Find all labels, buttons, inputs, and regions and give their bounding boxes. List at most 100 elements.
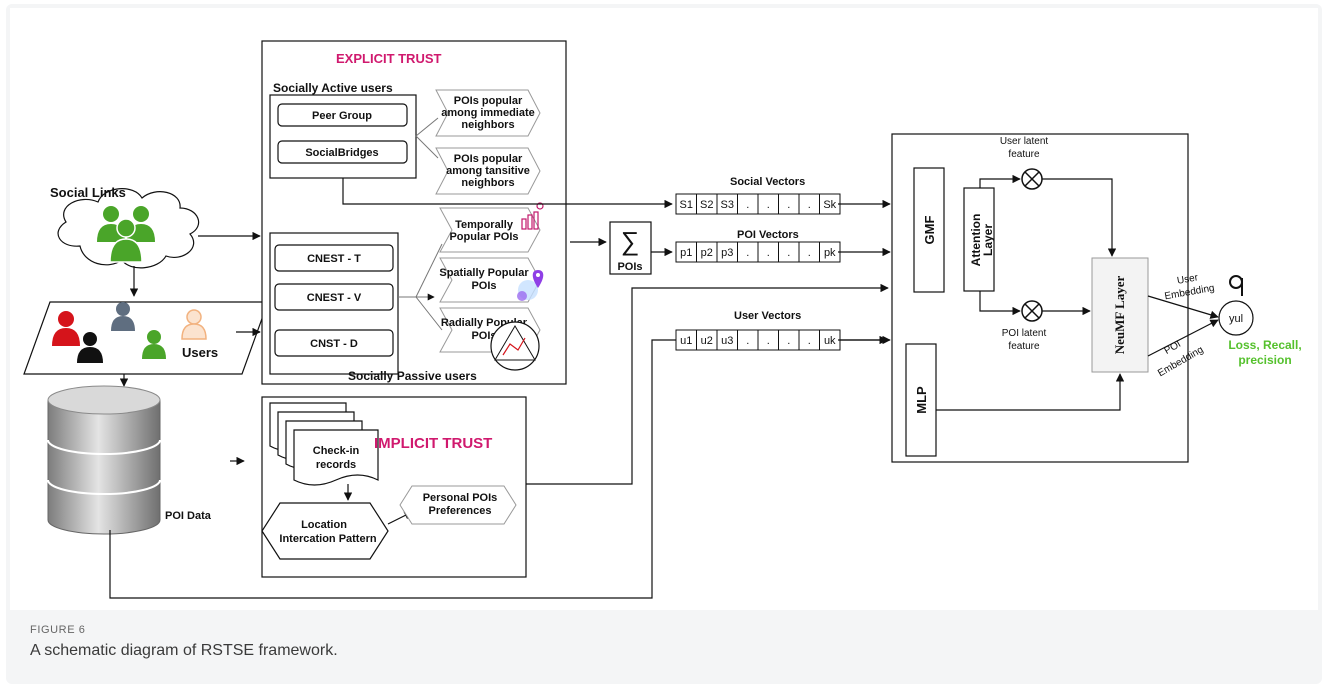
neumf-layer-box	[1091, 257, 1149, 373]
sum-pois-label: POIs	[617, 261, 642, 273]
pois-transitive-hex	[435, 147, 541, 195]
output-line2: precision	[1238, 353, 1291, 367]
pois-immediate-line1: POIs popular	[454, 95, 523, 107]
poi-embedding-arrow	[1147, 319, 1219, 357]
cnest-v-label: CNEST - V	[307, 292, 362, 304]
social-vector-cell-label: S3	[721, 199, 734, 211]
location-pattern-line2: Intercation Pattern	[279, 533, 376, 545]
map-pin-icon	[517, 270, 544, 301]
user-vector-cell-label: .	[787, 335, 790, 347]
social-vector-cell-label: .	[746, 199, 749, 211]
multiply-poi-icon	[1021, 300, 1043, 322]
social-links-label: Social Links	[50, 185, 126, 200]
social-vector-cell-label: .	[787, 199, 790, 211]
attention-to-user-mult	[979, 174, 1021, 188]
sigma-icon: ∑	[621, 226, 640, 256]
temporal-line2: Popular POIs	[449, 231, 518, 243]
sum-pois-box	[609, 221, 652, 275]
cnest-v-box	[274, 283, 394, 311]
poi-vector-cell-label: p2	[701, 247, 713, 259]
location-pattern-line1: Location	[301, 519, 347, 531]
personal-pref-line1: Personal POIs	[423, 492, 498, 504]
pois-transitive-line3: neighbors	[461, 177, 514, 189]
cnst-d-label: CNST - D	[310, 338, 358, 350]
bar-chart-icon	[521, 202, 544, 230]
social-bridges-box	[277, 140, 408, 164]
y-ul-label: yul	[1229, 313, 1243, 325]
user-vector-cell-label: .	[746, 335, 749, 347]
social-vector-cell-label: Sk	[823, 199, 836, 211]
checkin-records-icon	[269, 402, 379, 486]
user-vectors-title: User Vectors	[734, 310, 801, 322]
cnest-to-pois-connectors	[398, 243, 443, 331]
poi-vector-cell-label: .	[767, 247, 770, 259]
poi-latent-line2: feature	[1008, 341, 1040, 352]
output-line1: Loss, Recall,	[1228, 338, 1301, 352]
attention-layer-box	[963, 187, 995, 292]
social-vectors-title: Social Vectors	[730, 176, 805, 188]
poi-vector-cell-label: .	[808, 247, 811, 259]
poi-vectors-title: POI Vectors	[737, 229, 799, 241]
attention-line1: Attention	[969, 214, 983, 267]
temporal-hex	[439, 207, 541, 253]
attention-to-poi-mult	[979, 291, 1021, 316]
user-embedding-arrow	[1147, 295, 1219, 319]
user-latent-line2: feature	[1008, 149, 1040, 160]
poi-latent-line1: POI latent	[1002, 328, 1047, 339]
spatial-line2: POIs	[471, 280, 496, 292]
poi-vector-cell-label: p1	[680, 247, 692, 259]
radius-map-icon	[490, 321, 540, 371]
social-vector-cell-label: .	[767, 199, 770, 211]
user-vector-cell-label: .	[767, 335, 770, 347]
output-symbol-icon	[1229, 275, 1243, 296]
rstse-diagram: Social Links Users POI Data EXPLICIT TRU…	[23, 40, 1302, 599]
implicit-trust-title: IMPLICIT TRUST	[374, 435, 492, 452]
mlp-to-neumf	[936, 373, 1125, 411]
user-red-icon	[52, 311, 80, 346]
multiply-user-icon	[1021, 168, 1043, 190]
pois-immediate-line2: among immediate	[441, 107, 535, 119]
pois-immediate-hex	[435, 89, 541, 137]
poi-vector-cell-label: pk	[824, 247, 836, 259]
poi-database-icon	[47, 385, 161, 535]
temporal-line1: Temporally	[455, 219, 514, 231]
poi-vector-cell-label: .	[746, 247, 749, 259]
implicit-to-model-line	[526, 283, 889, 485]
user-vector-cell-label: u2	[701, 335, 713, 347]
user-mult-to-neumf	[1042, 178, 1117, 257]
spatial-hex	[439, 257, 541, 303]
social-vector-row: S1 S2 S3.... Sk	[675, 193, 841, 215]
poi-data-label: POI Data	[165, 510, 212, 522]
radial-line2: POIs	[471, 330, 496, 342]
active-to-pois-connectors	[415, 117, 439, 159]
users-label: Users	[182, 345, 218, 360]
figure-caption: A schematic diagram of RSTSE framework.	[30, 642, 338, 659]
user-latent-line1: User latent	[1000, 136, 1049, 147]
poi-vector-cell-label: p3	[721, 247, 733, 259]
user-embedding-line1: User	[1176, 272, 1199, 287]
user-black-icon	[77, 332, 103, 363]
user-vector-cell-label: uk	[824, 335, 836, 347]
social-vector-cell-label: S1	[680, 199, 693, 211]
social-group-icon	[97, 206, 155, 263]
social-bridges-label: SocialBridges	[305, 147, 378, 159]
attention-line2: Layer	[981, 224, 995, 256]
user-slate-icon	[111, 302, 135, 331]
spatial-line1: Spatially Popular	[439, 267, 529, 279]
cnst-d-box	[274, 329, 394, 357]
pois-transitive-line2: among tansitive	[446, 165, 530, 177]
social-vector-cell-label: .	[808, 199, 811, 211]
explicit-trust-title: EXPLICIT TRUST	[336, 51, 442, 66]
figure-label: FIGURE 6	[30, 624, 86, 636]
poi-vector-cell-label: .	[787, 247, 790, 259]
location-pattern-hex	[261, 502, 389, 560]
checkin-line1: Check-in	[313, 445, 360, 457]
mlp-label: MLP	[914, 386, 929, 414]
pois-transitive-line1: POIs popular	[454, 153, 523, 165]
personal-pref-hex	[399, 485, 517, 525]
socially-passive-label: Socially Passive users	[348, 369, 477, 383]
active-to-social-vector-line	[342, 178, 673, 209]
social-vector-cell-label: S2	[700, 199, 713, 211]
peer-group-box	[277, 103, 408, 127]
